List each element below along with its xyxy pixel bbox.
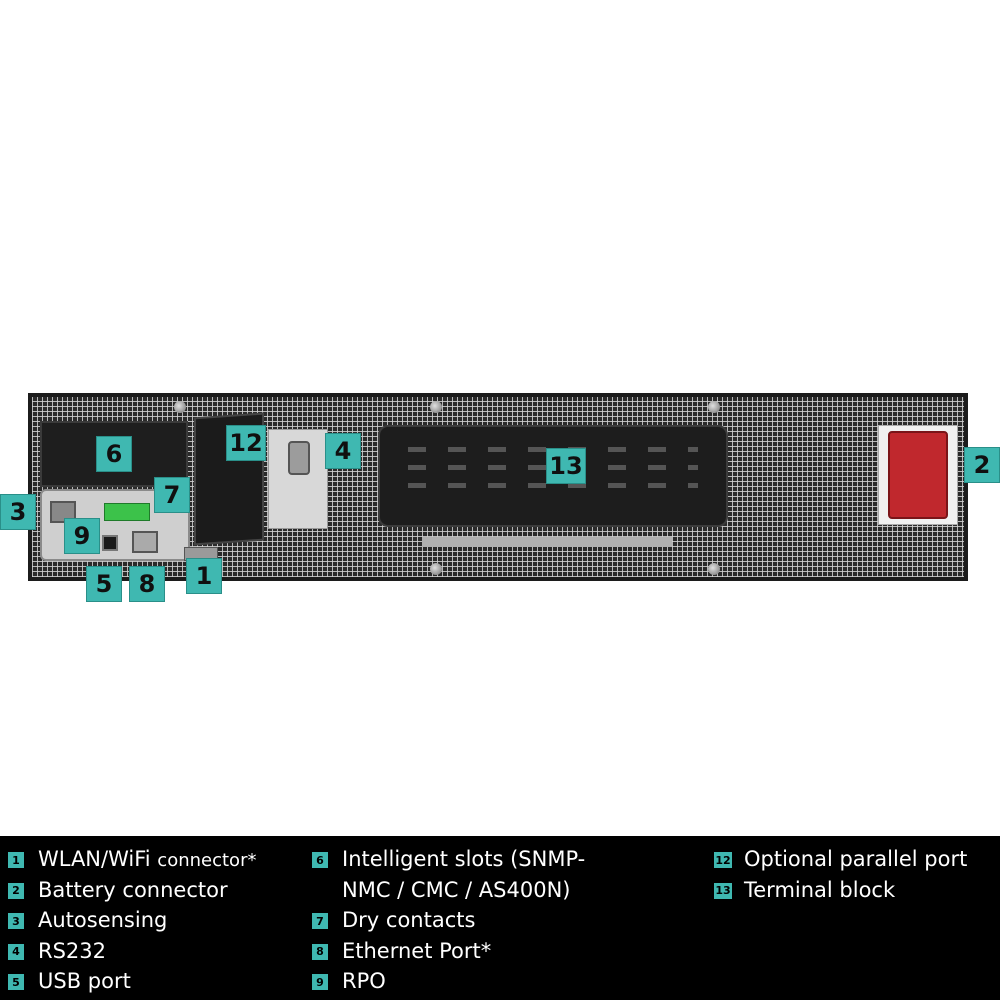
ethernet-port-icon [132,531,158,553]
callout-8: 8 [129,566,165,602]
legend-text: Terminal block [744,877,896,902]
legend-text: Dry contacts [342,908,476,932]
legend-number: 13 [714,882,732,899]
legend-number: 9 [312,974,328,990]
legend-item: 8 Ethernet Port* [312,936,702,967]
legend-number: 1 [8,852,24,868]
ups-rear-panel [28,393,968,581]
legend-column-2: 6 Intelligent slots (SNMP- NMC / CMC / A… [312,844,702,997]
legend-item: 12 Optional parallel port [714,844,1000,875]
callout-7: 7 [154,477,190,513]
legend-text: RPO [342,969,386,993]
screw-icon [174,401,186,413]
legend-text: WLAN/WiFi [38,847,158,871]
cover-rail [422,537,672,547]
legend-item: 5 USB port [8,966,303,997]
legend-item: 6 Intelligent slots (SNMP- [312,844,702,875]
legend-text: NMC / CMC / AS400N) [342,877,571,902]
legend-item: 7 Dry contacts [312,905,702,936]
autosensing-port [50,501,76,523]
usb-port-icon [102,535,118,551]
legend-item: 1 WLAN/WiFi connector* [8,844,303,875]
legend-item-continuation: NMC / CMC / AS400N) [312,875,702,906]
legend-column-3: 12 Optional parallel port 13 Terminal bl… [714,844,1000,905]
legend-number: 4 [8,943,24,960]
legend-column-1: 1 WLAN/WiFi connector* 2 Battery connect… [8,844,303,997]
callout-5: 5 [86,566,122,602]
callout-2: 2 [964,447,1000,483]
legend-number: 12 [714,852,732,868]
screw-icon [430,563,442,575]
callout-4: 4 [325,433,361,469]
callout-1: 1 [186,558,222,594]
legend: 1 WLAN/WiFi connector* 2 Battery connect… [0,836,1000,1000]
legend-text: RS232 [38,938,107,963]
legend-item: 13 Terminal block [714,875,1000,906]
legend-item: 4 RS232 [8,936,303,967]
callout-3: 3 [0,494,36,530]
legend-text-small: connector* [157,850,257,871]
screw-icon [708,401,720,413]
legend-text: Ethernet Port* [342,938,492,963]
legend-text: USB port [38,969,131,993]
legend-number: 5 [8,974,24,990]
legend-number: 8 [312,943,328,960]
screw-icon [708,563,720,575]
cover-vent [408,483,698,488]
legend-number: 6 [312,852,328,868]
legend-text: Autosensing [38,908,168,932]
rs232-connector-icon [288,441,310,475]
legend-item: 9 RPO [312,966,702,997]
legend-item: 2 Battery connector [8,875,303,906]
legend-item: 3 Autosensing [8,905,303,936]
legend-number: 7 [312,913,328,929]
callout-13: 13 [546,448,586,484]
legend-number: 2 [8,882,24,899]
legend-text: Optional parallel port [744,847,968,871]
callout-6: 6 [96,436,132,472]
legend-text: Intelligent slots (SNMP- [342,847,586,871]
callout-12: 12 [226,425,266,461]
battery-connector-icon [888,431,948,519]
legend-number: 3 [8,913,24,929]
callout-9: 9 [64,518,100,554]
dry-contacts-terminal [104,503,150,521]
screw-icon [430,401,442,413]
legend-text: Battery connector [38,877,228,902]
